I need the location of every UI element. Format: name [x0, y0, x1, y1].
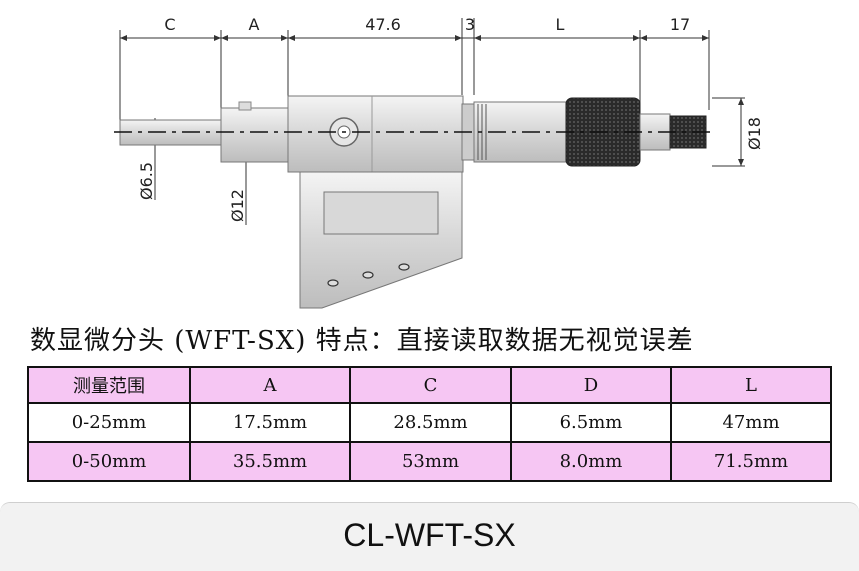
dim-l-label: L: [556, 15, 565, 34]
cell-range: 0-25mm: [27, 402, 191, 443]
cell-c: 53mm: [349, 441, 512, 482]
control-buttons: [327, 263, 410, 287]
feature-subtitle: 数显微分头 (WFT-SX) 特点：直接读取数据无视觉误差: [30, 326, 694, 356]
sleeve: [473, 101, 567, 163]
main-body: [287, 95, 464, 173]
cell-d: 6.5mm: [510, 402, 672, 443]
header-a: A: [189, 366, 351, 404]
header-range: 测量范围: [27, 366, 191, 404]
dim-spindle-diameter-label: Ø6.5: [137, 162, 156, 200]
technical-drawing: C A 47.6 3 L 17 Ø6.5 Ø12 Ø18: [114, 15, 764, 309]
dim-thimble-diameter-label: Ø18: [745, 117, 764, 150]
arrow-marks: [120, 35, 744, 166]
dim-gap-label: 3: [465, 15, 475, 34]
cell-a: 35.5mm: [189, 441, 351, 482]
lcd-window: [323, 191, 439, 235]
stem: [220, 107, 290, 163]
cell-c: 28.5mm: [349, 402, 512, 443]
header-d: D: [510, 366, 672, 404]
cell-range: 0-50mm: [27, 441, 191, 482]
table-row: 0-50mm 35.5mm 53mm 8.0mm 71.5mm: [27, 441, 832, 482]
cell-l: 47mm: [670, 402, 832, 443]
cell-l: 71.5mm: [670, 441, 832, 482]
spec-table: 测量范围 A C D L 0-25mm 17.5mm 28.5mm 6.5mm …: [27, 366, 832, 482]
header-c: C: [349, 366, 512, 404]
footer-bar: CL-WFT-SX: [0, 502, 859, 571]
cell-d: 8.0mm: [510, 441, 672, 482]
dim-stem-diameter-label: Ø12: [228, 189, 247, 222]
table-row: 0-25mm 17.5mm 28.5mm 6.5mm 47mm: [27, 402, 832, 443]
product-code-label: CL-WFT-SX: [343, 517, 516, 553]
dim-body-length-label: 47.6: [365, 15, 401, 34]
table-header-row: 测量范围 A C D L: [27, 366, 832, 404]
header-l: L: [670, 366, 832, 404]
cell-a: 17.5mm: [189, 402, 351, 443]
dim-c-label: C: [164, 15, 175, 34]
dim-a-label: A: [249, 15, 260, 34]
dim-thimble-end-label: 17: [670, 15, 690, 34]
